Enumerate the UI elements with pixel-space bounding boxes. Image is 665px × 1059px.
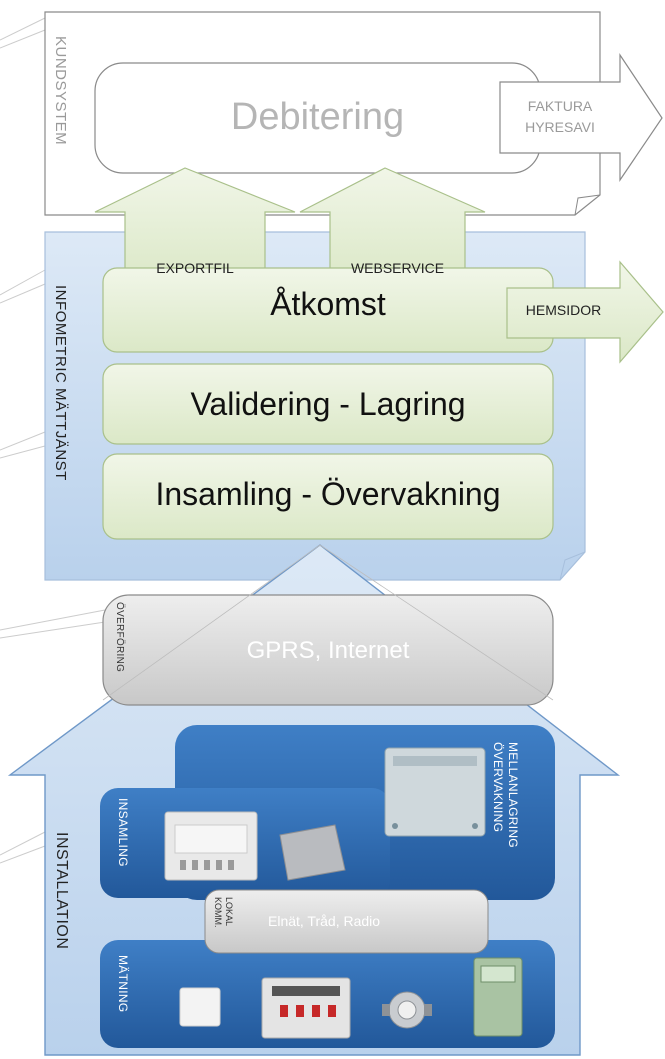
smart-meter-image <box>473 957 523 1037</box>
validering-box <box>102 363 554 445</box>
overvakning-cabinet-image <box>384 747 486 837</box>
installation-side-label: INSTALLATION <box>53 832 70 950</box>
hemsidor-arrow <box>506 260 664 364</box>
komm-line: KOMM. <box>213 897 223 928</box>
overvakning-line: ÖVERVAKNING <box>491 742 505 833</box>
electricity-meter-image <box>261 977 351 1039</box>
collector-device-image <box>164 811 258 881</box>
debitering-label: Debitering <box>230 96 405 138</box>
insamling-label: INSAMLING <box>116 798 130 867</box>
infometric-side-label: INFOMETRIC MÄTTJÄNST <box>52 285 69 481</box>
exportfil-label: EXPORTFIL <box>156 260 234 276</box>
faktura-arrow-label: FAKTURA HYRESAVI <box>510 96 610 138</box>
hemsidor-label: HEMSIDOR <box>525 302 602 318</box>
gprs-pill <box>102 594 554 706</box>
overforing-side-label: ÖVERFÖRING <box>114 602 125 673</box>
atkomst-label: Åtkomst <box>270 286 386 322</box>
validering-label: Validering - Lagring <box>190 386 466 422</box>
lokal-line: LOKAL <box>224 897 234 927</box>
faktura-arrow <box>499 53 663 182</box>
lokal-komm-label: LOKAL KOMM. <box>212 897 234 928</box>
hyresavi-label: HYRESAVI <box>525 119 595 135</box>
mellanlagring-line: MELLANLAGRING <box>506 742 520 848</box>
mellanlagring-label: MELLANLAGRING ÖVERVAKNING <box>490 742 520 848</box>
water-meter-image <box>382 991 432 1029</box>
sensor-box-image <box>179 987 221 1027</box>
matning-label: MÄTNING <box>116 955 130 1013</box>
gprs-label: GPRS, Internet <box>246 637 410 664</box>
faktura-label: FAKTURA <box>527 98 593 114</box>
insamling-overvakning-box <box>102 453 554 540</box>
local-network-label: Elnät, Tråd, Radio <box>268 913 381 929</box>
left-pointer-lines <box>0 17 106 864</box>
webservice-label: WEBSERVICE <box>350 260 445 276</box>
insamling-overvakning-label: Insamling - Övervakning <box>155 476 501 512</box>
radio-module-image <box>279 824 346 881</box>
kundsystem-side-label: KUNDSYSTEM <box>52 36 69 146</box>
lokal-komm-pill <box>204 889 489 954</box>
